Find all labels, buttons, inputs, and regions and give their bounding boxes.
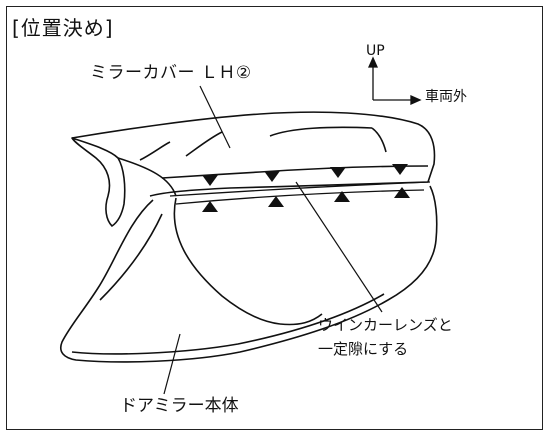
vehicle-outside-label: 車両外 [425, 89, 467, 105]
up-direction-label: UP [366, 43, 385, 59]
mirror-cover [71, 111, 436, 227]
section-title: [位置決め] [12, 16, 114, 40]
mirror-body-label: ドアミラー本体 [120, 396, 239, 416]
lens-markers [202, 187, 410, 212]
turn-signal-lens [169, 181, 431, 205]
mirror-body [60, 185, 438, 363]
lens-note-line2: 一定隙にする [318, 340, 409, 358]
lens-note-line1: ウインカーレンズと [318, 316, 453, 334]
diagram-frame [6, 6, 543, 430]
leader-lines [163, 85, 383, 395]
direction-arrows [367, 56, 422, 106]
cover-markers [202, 164, 408, 186]
mirror-cover-label: ミラーカバー ＬＨ② [90, 63, 252, 83]
